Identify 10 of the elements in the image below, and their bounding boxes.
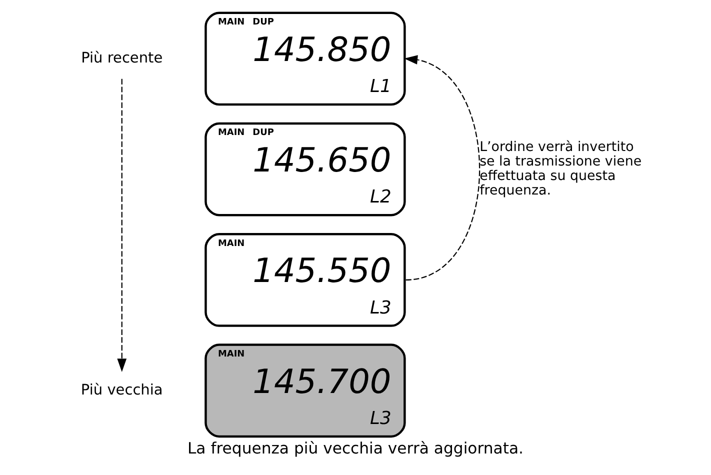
arrow [404, 55, 480, 281]
edge-label: L’ordine verrà invertito se la trasmissione viene effettuata su questa frequenza. [480, 140, 642, 199]
node-box: MAIN DUP 145.850 L1 [204, 12, 406, 106]
node-text: Più vecchia [80, 382, 163, 398]
caption: La frequenza più vecchia verrà aggiornata. [187, 438, 524, 458]
node-box: MAIN DUP 145.650 L2 [204, 122, 406, 216]
node-box: MAIN 145.550 L3 [204, 233, 406, 327]
arrow [117, 78, 127, 372]
node-text: Più recente [81, 50, 163, 66]
node-box: MAIN 145.700 L3 [204, 344, 406, 438]
